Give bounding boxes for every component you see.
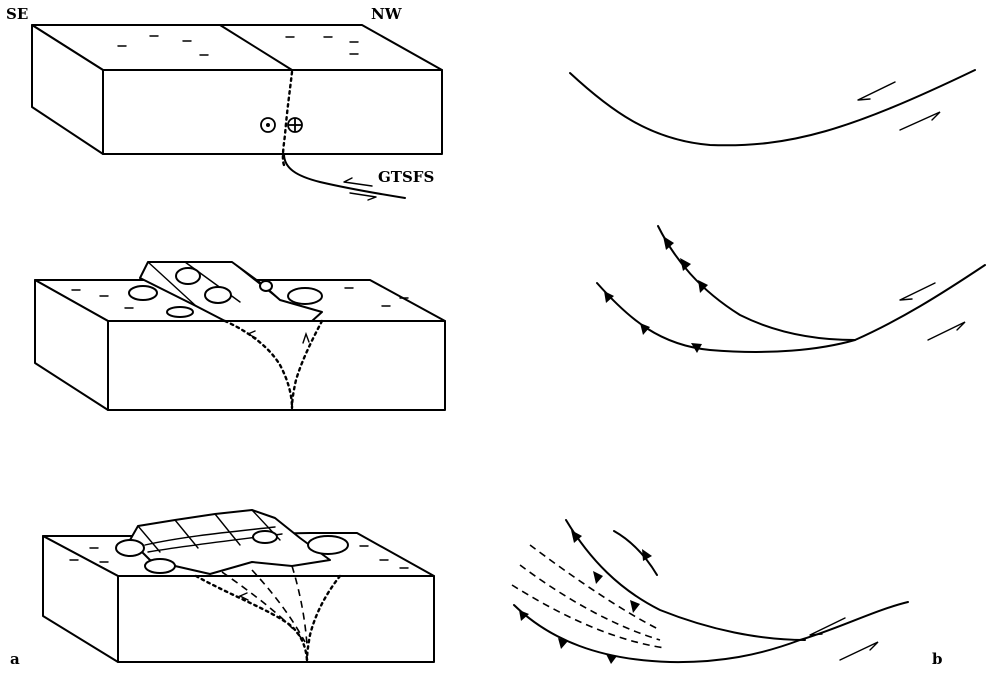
block2-slip-arrow-right <box>302 331 310 344</box>
stage3-dashed-fault-2 <box>519 564 661 641</box>
stage3-main-fault <box>513 601 909 664</box>
stage3-dashed-fault-3 <box>511 584 666 649</box>
block1-side-face <box>31 24 104 155</box>
label-gtsfs: GTSFS <box>378 168 434 186</box>
label-nw: NW <box>371 5 403 23</box>
map-stage-2 <box>596 225 986 353</box>
block2-surface-ticks <box>71 287 409 309</box>
stage3-slip-arrow-lower <box>839 641 879 661</box>
block3-surface-ticks <box>69 545 409 569</box>
stage2-splay-fault <box>657 225 856 341</box>
stage2-thrust-teeth <box>604 236 708 353</box>
label-se: SE <box>6 5 28 23</box>
block2-fold-lenses <box>128 267 323 318</box>
block2-fault-right <box>290 319 324 410</box>
block3-front-face <box>117 575 435 663</box>
block1-front-face <box>102 69 443 155</box>
block3-fault-mid-1 <box>221 571 304 641</box>
block2-fault-left <box>223 319 294 410</box>
block3-ridge-lines <box>137 509 283 553</box>
block3-fault-left <box>194 574 309 662</box>
stage1-slip-arrow-upper <box>857 81 896 101</box>
block3-slip-arrow <box>238 592 249 601</box>
stage3-dashed-fault-1 <box>529 544 661 631</box>
label-panel-a: a <box>10 650 20 668</box>
stage3-slip-arrow-upper <box>809 617 846 636</box>
label-panel-b: b <box>932 650 943 668</box>
block1-surface-ticks <box>117 35 359 56</box>
block2-side-face <box>34 279 109 411</box>
block2-front-face <box>107 320 446 411</box>
panel-a: SE NW GTSFS a <box>6 5 446 668</box>
stage3-splay-fault <box>565 519 806 641</box>
block1-gtsfs-fault <box>283 153 406 199</box>
map-stage-1 <box>569 69 976 147</box>
block-diagram-2 <box>34 261 446 411</box>
stage3-thrust-teeth <box>519 530 652 664</box>
block3-side-face <box>42 535 119 663</box>
stage3-outer-fault <box>613 530 658 576</box>
block3-fold-lenses <box>115 530 349 574</box>
into-page-symbol <box>287 117 303 133</box>
block-diagram-1 <box>31 24 443 201</box>
sense-of-slip-arrows <box>343 177 377 201</box>
block1-fault-trace <box>281 70 294 167</box>
stage2-main-fault <box>596 264 986 353</box>
stage1-fault-trace <box>569 69 976 147</box>
out-of-page-symbol <box>260 117 276 133</box>
stage2-slip-arrow-upper <box>899 282 936 301</box>
block2-slip-arrow-left <box>246 330 257 339</box>
block3-fault-mid-3 <box>291 565 308 646</box>
stage2-slip-arrow-lower <box>927 321 966 341</box>
map-stage-3 <box>511 519 909 664</box>
block1-surface-fault <box>219 24 293 71</box>
stage1-slip-arrow-lower <box>899 111 941 131</box>
block-diagram-3 <box>42 509 435 663</box>
block3-fault-right <box>305 574 342 662</box>
panel-b: b <box>511 69 986 668</box>
